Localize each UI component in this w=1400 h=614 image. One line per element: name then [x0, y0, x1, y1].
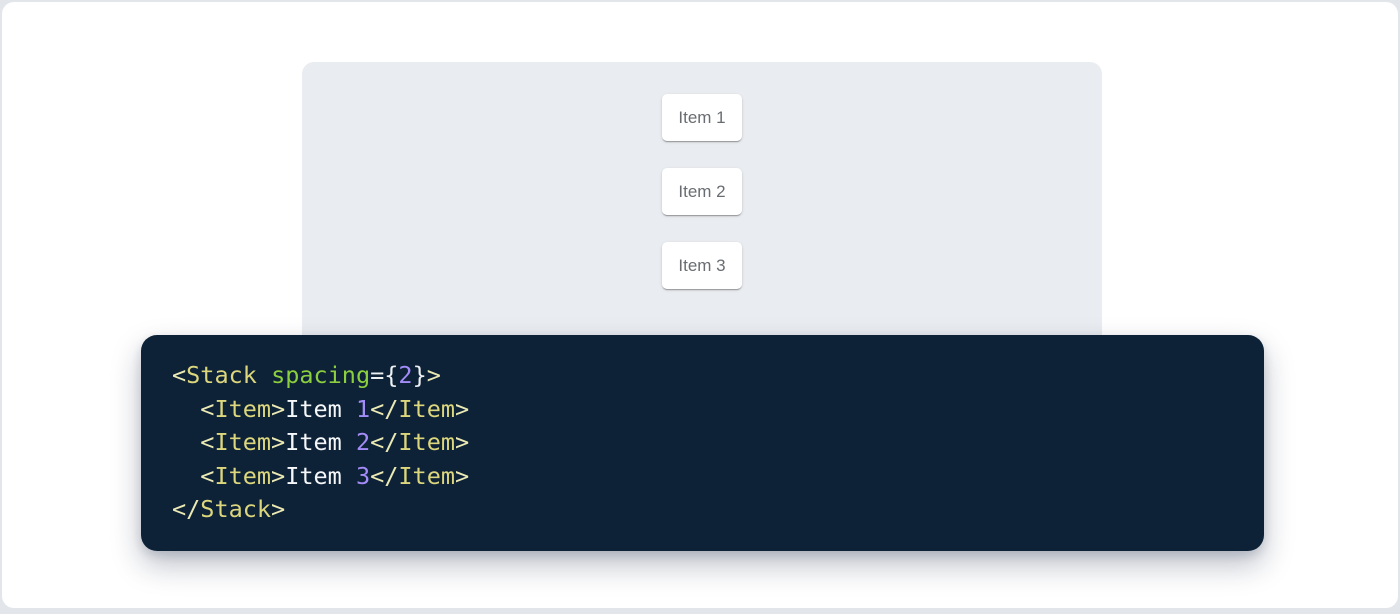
code-token-num: 1 [355, 394, 371, 423]
code-token-num: 2 [398, 361, 413, 389]
code-line: </Stack> [172, 493, 1234, 527]
code-token-tag: Item [214, 428, 272, 456]
code-token-plain [172, 395, 200, 423]
code-token-plain: Item [285, 394, 356, 423]
stack-container: Item 1 Item 2 Item 3 [302, 62, 1102, 289]
stack-item-label: Item 1 [678, 107, 726, 127]
code-token-op: } [412, 361, 427, 389]
code-token-bracket: > [271, 394, 286, 423]
code-token-tag: Stack [186, 361, 257, 389]
code-line: <Item>Item 2</Item> [172, 426, 1234, 460]
code-token-num: 2 [355, 428, 371, 456]
code-token-bracket: > [271, 495, 286, 523]
code-token-plain [172, 462, 200, 490]
code-token-plain: Item [285, 428, 356, 456]
stack-item-label: Item 3 [678, 255, 726, 275]
code-token-bracket: > [455, 461, 470, 490]
code-token-bracket: > [455, 394, 470, 423]
stack-item-label: Item 2 [678, 181, 726, 201]
code-token-bracket: > [271, 461, 286, 490]
code-line: <Item>Item 3</Item> [172, 460, 1234, 494]
code-line: <Item>Item 1</Item> [172, 393, 1234, 427]
stack-item-card: Item 2 [662, 168, 742, 215]
code-token-op: { [384, 361, 399, 389]
code-token-tag: Stack [200, 495, 272, 523]
code-block: <Stack spacing={2}> <Item>Item 1</Item> … [141, 335, 1264, 551]
code-token-tag: Item [398, 394, 455, 423]
code-line: <Stack spacing={2}> [172, 359, 1234, 393]
code-token-attr: spacing [271, 361, 371, 389]
code-token-tag: Item [398, 428, 455, 456]
code-token-bracket: < [200, 428, 215, 456]
demo-preview-area: Item 1 Item 2 Item 3 [302, 62, 1102, 352]
code-token-bracket: > [455, 428, 470, 456]
code-token-plain [257, 361, 271, 389]
code-token-bracket: < [200, 394, 215, 423]
code-token-tag: Item [214, 394, 272, 423]
code-token-op: = [370, 361, 385, 389]
code-token-bracket: > [271, 428, 286, 456]
code-pre: <Stack spacing={2}> <Item>Item 1</Item> … [172, 359, 1234, 527]
code-token-tag: Item [398, 461, 455, 490]
code-token-bracket: </ [172, 495, 201, 523]
code-token-num: 3 [355, 461, 371, 490]
code-token-bracket: </ [370, 394, 399, 423]
code-token-bracket: < [172, 361, 187, 389]
stack-item-card: Item 3 [662, 242, 742, 289]
stack-item-card: Item 1 [662, 94, 742, 141]
code-token-plain [172, 428, 200, 456]
code-token-plain: Item [285, 461, 356, 490]
code-token-bracket: </ [370, 461, 399, 490]
code-token-bracket: > [426, 361, 441, 389]
code-token-bracket: </ [370, 428, 399, 456]
code-token-tag: Item [214, 461, 272, 490]
code-token-bracket: < [200, 461, 215, 490]
